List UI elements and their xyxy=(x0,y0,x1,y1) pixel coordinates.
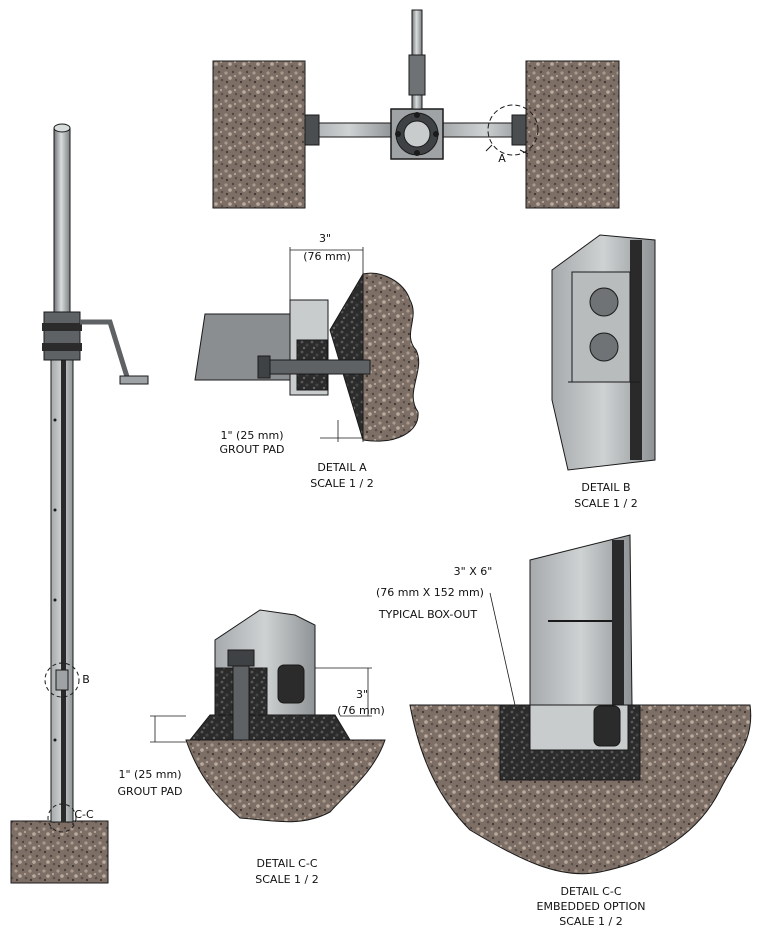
detail-cc-callout-label[interactable]: C-C xyxy=(74,808,94,821)
detail-cc-callout-circle xyxy=(47,803,77,833)
pole-elevation xyxy=(10,123,149,884)
bolt-head-upper xyxy=(589,287,619,317)
crank-handle xyxy=(80,319,146,383)
right-concrete-pier xyxy=(525,60,620,209)
bolt-head-lower xyxy=(589,332,619,362)
top-plan-view xyxy=(212,9,620,209)
detail-cc-dim-side-metric: (76 mm) xyxy=(337,704,385,717)
boxout-label: TYPICAL BOX-OUT xyxy=(378,608,478,621)
anchor-bolt xyxy=(261,359,371,375)
detail-a-drawing xyxy=(194,247,420,442)
detail-b-callout-circle xyxy=(44,662,80,698)
pole-gearbox xyxy=(43,311,81,361)
detail-cc-embedded-scale: SCALE 1 / 2 xyxy=(559,915,623,928)
detail-cc-embedded-drawing xyxy=(409,534,752,875)
detail-b-callout-label[interactable]: B xyxy=(82,673,90,686)
detail-b-title: DETAIL B xyxy=(581,481,631,494)
detail-cc-title: DETAIL C-C xyxy=(256,857,318,870)
detail-b-scale: SCALE 1 / 2 xyxy=(574,497,638,510)
detail-cc-drawing xyxy=(150,609,386,823)
detail-a-scale: SCALE 1 / 2 xyxy=(310,477,374,490)
detail-cc-scale: SCALE 1 / 2 xyxy=(255,873,319,886)
detail-a-title: DETAIL A xyxy=(317,461,367,474)
detail-a-callout-circle xyxy=(487,104,539,156)
detail-cc-grout-label: GROUT PAD xyxy=(117,785,183,798)
detail-cc-dim-side: 3" xyxy=(355,688,369,701)
detail-a-dim-top-metric: (76 mm) xyxy=(303,250,351,263)
boxout-metric: (76 mm X 152 mm) xyxy=(376,586,484,599)
left-concrete-pier xyxy=(212,60,306,209)
boxout-dim: 3" X 6" xyxy=(453,565,493,578)
detail-a-dim-top: 3" xyxy=(318,232,332,245)
detail-b-drawing xyxy=(551,234,656,471)
detail-cc-embedded-subtitle: EMBEDDED OPTION xyxy=(536,900,646,913)
detail-a-grout-dim: 1" (25 mm) xyxy=(220,429,284,442)
upper-pole xyxy=(53,127,71,314)
detail-cc-grout-dim: 1" (25 mm) xyxy=(118,768,182,781)
bolt-plate xyxy=(571,271,631,383)
detail-a-grout-label: GROUT PAD xyxy=(219,443,285,456)
detail-cc-embedded-title: DETAIL C-C xyxy=(560,885,622,898)
ground-footing xyxy=(10,820,109,884)
detail-a-callout-label[interactable]: A xyxy=(498,152,506,165)
